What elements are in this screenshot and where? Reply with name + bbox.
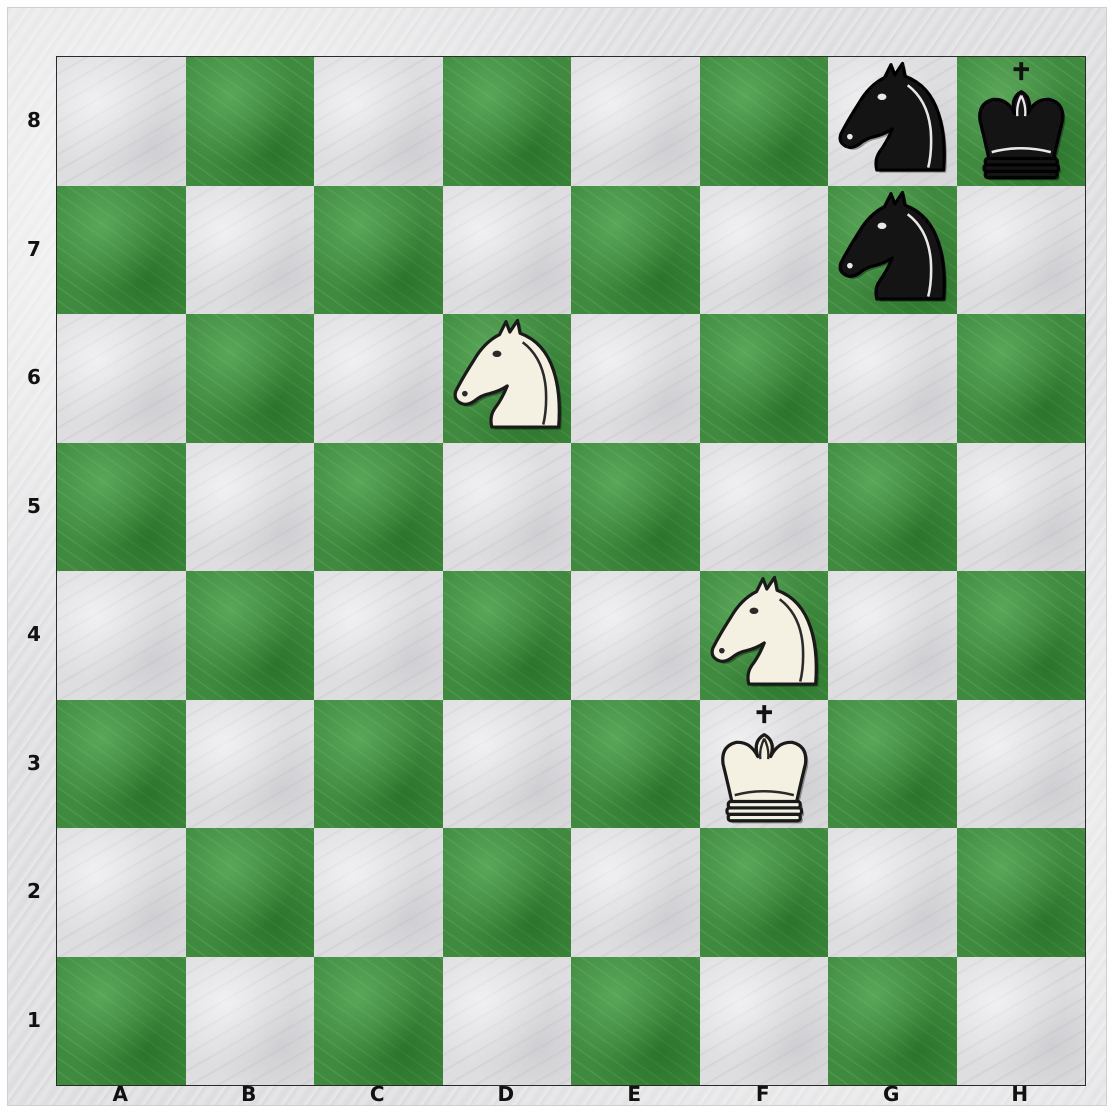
black-king-icon[interactable] (957, 57, 1086, 186)
black-knight-icon[interactable] (828, 186, 957, 315)
square-a8[interactable] (57, 57, 186, 186)
square-d7[interactable] (443, 186, 572, 315)
square-b5[interactable] (186, 443, 315, 572)
white-knight-icon[interactable] (443, 314, 572, 443)
square-c8[interactable] (314, 57, 443, 186)
square-d2[interactable] (443, 828, 572, 957)
file-label-h: H (1000, 1082, 1040, 1106)
square-d5[interactable] (443, 443, 572, 572)
file-label-e: E (614, 1082, 654, 1106)
square-f7[interactable] (700, 186, 829, 315)
square-f6[interactable] (700, 314, 829, 443)
square-c6[interactable] (314, 314, 443, 443)
square-a1[interactable] (57, 957, 186, 1086)
square-g1[interactable] (828, 957, 957, 1086)
square-e4[interactable] (571, 571, 700, 700)
square-b3[interactable] (186, 700, 315, 829)
square-h3[interactable] (957, 700, 1086, 829)
square-c2[interactable] (314, 828, 443, 957)
square-b8[interactable] (186, 57, 315, 186)
square-a7[interactable] (57, 186, 186, 315)
square-f2[interactable] (700, 828, 829, 957)
square-f4[interactable] (700, 571, 829, 700)
rank-label-2: 2 (22, 879, 46, 903)
square-e5[interactable] (571, 443, 700, 572)
square-a3[interactable] (57, 700, 186, 829)
rank-label-7: 7 (22, 237, 46, 261)
file-label-g: G (871, 1082, 911, 1106)
square-c3[interactable] (314, 700, 443, 829)
rank-label-8: 8 (22, 108, 46, 132)
square-e1[interactable] (571, 957, 700, 1086)
square-b1[interactable] (186, 957, 315, 1086)
square-c4[interactable] (314, 571, 443, 700)
square-b2[interactable] (186, 828, 315, 957)
file-label-a: A (100, 1082, 140, 1106)
rank-label-4: 4 (22, 622, 46, 646)
square-h8[interactable] (957, 57, 1086, 186)
file-label-d: D (486, 1082, 526, 1106)
square-c7[interactable] (314, 186, 443, 315)
file-label-c: C (357, 1082, 397, 1106)
chess-board (56, 56, 1086, 1086)
square-h7[interactable] (957, 186, 1086, 315)
square-f1[interactable] (700, 957, 829, 1086)
square-f3[interactable] (700, 700, 829, 829)
square-g7[interactable] (828, 186, 957, 315)
square-e7[interactable] (571, 186, 700, 315)
square-e2[interactable] (571, 828, 700, 957)
square-a2[interactable] (57, 828, 186, 957)
square-f8[interactable] (700, 57, 829, 186)
square-g4[interactable] (828, 571, 957, 700)
square-d6[interactable] (443, 314, 572, 443)
black-knight-icon[interactable] (828, 57, 957, 186)
square-b6[interactable] (186, 314, 315, 443)
square-b7[interactable] (186, 186, 315, 315)
square-d8[interactable] (443, 57, 572, 186)
square-d4[interactable] (443, 571, 572, 700)
square-h6[interactable] (957, 314, 1086, 443)
square-g3[interactable] (828, 700, 957, 829)
square-h1[interactable] (957, 957, 1086, 1086)
square-a4[interactable] (57, 571, 186, 700)
file-label-b: B (229, 1082, 269, 1106)
square-e6[interactable] (571, 314, 700, 443)
square-a6[interactable] (57, 314, 186, 443)
square-a5[interactable] (57, 443, 186, 572)
square-g5[interactable] (828, 443, 957, 572)
rank-label-3: 3 (22, 751, 46, 775)
square-g6[interactable] (828, 314, 957, 443)
white-knight-icon[interactable] (700, 571, 829, 700)
square-g8[interactable] (828, 57, 957, 186)
square-c1[interactable] (314, 957, 443, 1086)
square-f5[interactable] (700, 443, 829, 572)
square-e8[interactable] (571, 57, 700, 186)
square-h5[interactable] (957, 443, 1086, 572)
rank-label-6: 6 (22, 365, 46, 389)
square-d1[interactable] (443, 957, 572, 1086)
rank-label-1: 1 (22, 1008, 46, 1032)
square-e3[interactable] (571, 700, 700, 829)
square-h2[interactable] (957, 828, 1086, 957)
square-d3[interactable] (443, 700, 572, 829)
square-g2[interactable] (828, 828, 957, 957)
square-b4[interactable] (186, 571, 315, 700)
white-king-icon[interactable] (700, 700, 829, 829)
rank-label-5: 5 (22, 494, 46, 518)
square-h4[interactable] (957, 571, 1086, 700)
square-c5[interactable] (314, 443, 443, 572)
file-label-f: F (743, 1082, 783, 1106)
